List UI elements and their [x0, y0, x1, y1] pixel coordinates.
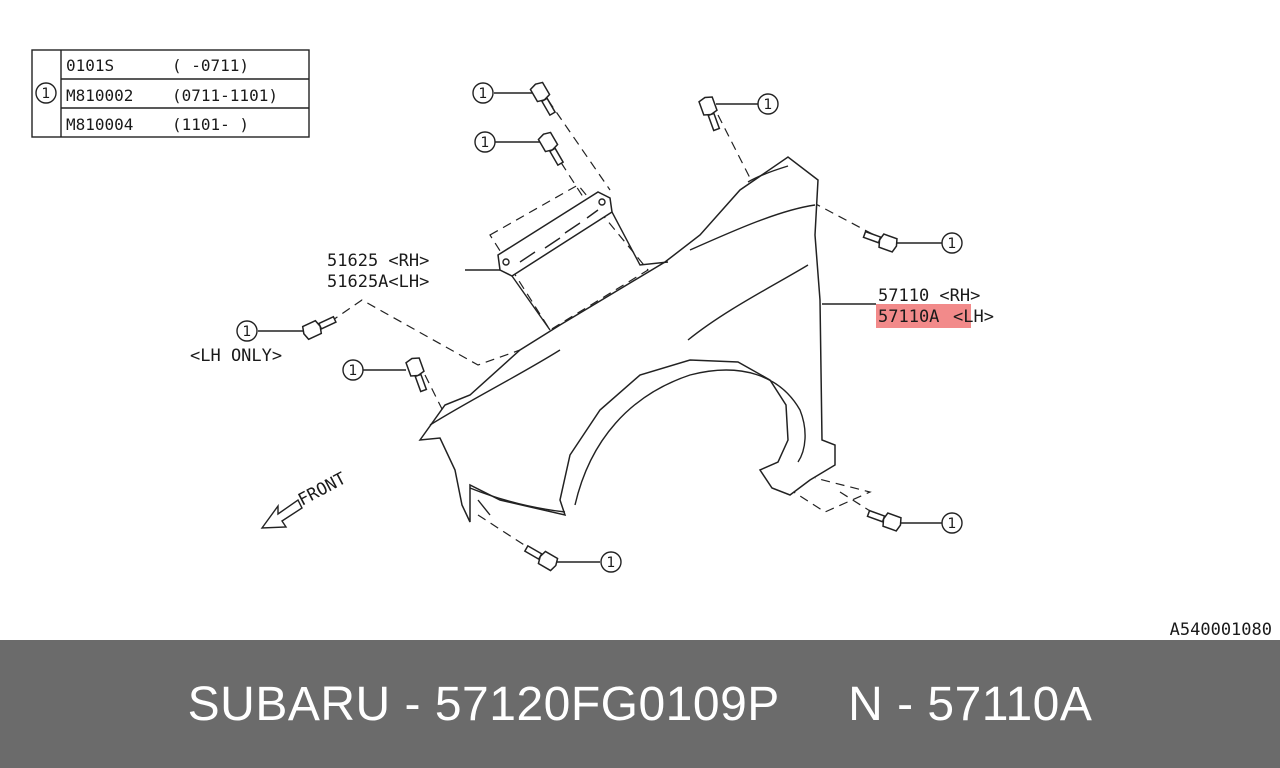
bolt-icon: [537, 131, 565, 167]
callout-number: 1: [243, 324, 252, 340]
callout-1: 1: [600, 551, 622, 573]
callout-1: 1: [757, 93, 779, 115]
bolt-icon: [523, 544, 559, 572]
callout-number: 1: [948, 516, 957, 532]
bracket-lh-label: 51625A<LH>: [327, 272, 429, 292]
bolt-icon: [866, 509, 902, 532]
callout-1: 1: [342, 359, 364, 381]
callout-number: 1: [479, 86, 488, 102]
fender-rh-label: 57110 <RH>: [878, 286, 980, 306]
footer-title: SUBARU - 57120FG0109P N - 57110A: [187, 677, 1093, 731]
fender-part: [418, 156, 836, 523]
footer-bar: SUBARU - 57120FG0109P N - 57110A: [0, 640, 1280, 768]
table-row-range: (1101- ): [172, 115, 249, 134]
parts-diagram: 1 0101S ( -0711) M810002 (0711-1101) M81…: [31, 49, 994, 573]
table-row-part: M810002: [66, 86, 133, 105]
front-arrow-icon: FRONT: [260, 469, 350, 529]
lh-only-label: <LH ONLY>: [190, 346, 282, 366]
bolt-icon: [405, 357, 428, 393]
assembly-lines: [329, 99, 879, 553]
bolt-icon: [698, 96, 721, 132]
callout-number: 1: [948, 236, 957, 252]
diagram-code: A540001080: [1169, 620, 1272, 640]
reference-table: 1 0101S ( -0711) M810002 (0711-1101) M81…: [31, 49, 310, 138]
bolt-icon: [301, 315, 337, 341]
bracket-rh-label: 51625 <RH>: [327, 251, 429, 271]
table-row-range: (0711-1101): [172, 86, 278, 105]
table-ref-circle: [35, 82, 57, 104]
bolt-icon: [529, 81, 557, 117]
fender-lh-suffix: <LH>: [953, 307, 994, 327]
callout-number: 1: [607, 555, 616, 571]
table-row-part: 0101S: [66, 56, 114, 75]
callout-1: 1: [941, 232, 963, 254]
front-label: FRONT: [295, 469, 350, 511]
callout-1: 1: [236, 320, 258, 342]
table-ref-number: 1: [42, 86, 51, 102]
callout-number: 1: [764, 97, 773, 113]
table-row-range: ( -0711): [172, 56, 249, 75]
table-row-part: M810004: [66, 115, 133, 134]
highlight-box: [876, 304, 971, 328]
fender-lh-code: 57110A: [878, 307, 939, 327]
bolt-icon: [862, 230, 898, 253]
callout-1: 1: [474, 131, 496, 153]
callout-1: 1: [941, 512, 963, 534]
callout-1: 1: [472, 82, 494, 104]
callout-number: 1: [349, 363, 358, 379]
callout-number: 1: [481, 135, 490, 151]
